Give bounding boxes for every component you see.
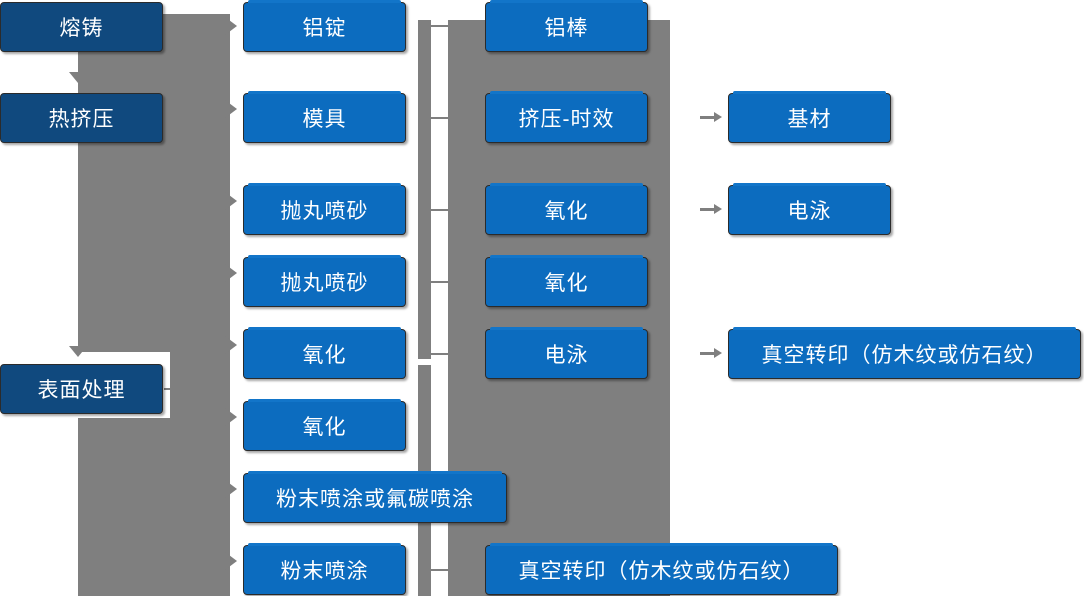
- node-electrophoresis-c4[interactable]: 电泳: [728, 183, 891, 235]
- arrow-trunk-to-c2-7: [225, 552, 237, 570]
- arrow-to-c4-2: [700, 348, 722, 358]
- tie-mid-0: [431, 25, 450, 27]
- node-label: 真空转印（仿木纹或仿石纹）: [761, 344, 1048, 367]
- node-label: 粉末喷涂或氟碳喷涂: [276, 488, 474, 511]
- stage-hot-extrude-label: 热挤压: [48, 108, 115, 131]
- node-electrophoresis-c3[interactable]: 电泳: [485, 327, 648, 379]
- node-oxidation-c3-1[interactable]: 氧化: [485, 183, 648, 235]
- node-label: 氧化: [544, 272, 589, 295]
- node-label: 铝锭: [302, 17, 347, 40]
- node-vacuum-transfer-c3[interactable]: 真空转印（仿木纹或仿石纹）: [485, 543, 838, 595]
- node-oxidation-c2-1[interactable]: 氧化: [243, 327, 406, 379]
- tie-mid-5: [431, 569, 450, 571]
- stage-hot-extrude[interactable]: 热挤压: [0, 93, 163, 143]
- connector-surface-stub: [164, 388, 186, 390]
- stage-surface-treatment-label: 表面处理: [37, 379, 126, 402]
- stage-surface-treatment[interactable]: 表面处理: [0, 364, 163, 414]
- node-label: 电泳: [787, 200, 832, 223]
- arrow-trunk-to-c2-1: [225, 100, 237, 118]
- node-extrusion-aging[interactable]: 挤压-时效: [485, 91, 648, 143]
- arrow-down-to-hot-extrude: [69, 72, 87, 83]
- node-label: 氧化: [544, 200, 589, 223]
- node-label: 铝棒: [544, 17, 589, 40]
- arrow-to-c4-0: [700, 112, 722, 122]
- node-label: 氧化: [302, 344, 347, 367]
- arrow-trunk-to-c2-4: [225, 336, 237, 354]
- node-shot-blasting-2[interactable]: 抛丸喷砂: [243, 255, 406, 307]
- node-shot-blasting-1[interactable]: 抛丸喷砂: [243, 183, 406, 235]
- node-label: 粉末喷涂: [280, 560, 369, 583]
- node-aluminum-bar[interactable]: 铝棒: [485, 0, 648, 52]
- connector-mid-rail: [418, 20, 431, 359]
- node-label: 氧化: [302, 416, 347, 439]
- node-label: 基材: [787, 108, 832, 131]
- node-label: 抛丸喷砂: [280, 200, 369, 223]
- node-oxidation-c3-2[interactable]: 氧化: [485, 255, 648, 307]
- node-label: 真空转印（仿木纹或仿石纹）: [518, 560, 805, 583]
- node-powder-coating[interactable]: 粉末喷涂: [243, 543, 406, 595]
- tie-mid-2: [431, 209, 450, 211]
- node-mold[interactable]: 模具: [243, 91, 406, 143]
- stage-melt-cast-label: 熔铸: [59, 17, 104, 40]
- node-label: 抛丸喷砂: [280, 272, 369, 295]
- arrow-trunk-to-c2-0: [225, 17, 237, 35]
- node-powder-or-fluorocarbon-coating[interactable]: 粉末喷涂或氟碳喷涂: [243, 471, 507, 523]
- node-label: 挤压-时效: [518, 108, 615, 131]
- node-base-material[interactable]: 基材: [728, 91, 891, 143]
- tie-mid-1: [431, 117, 450, 119]
- arrow-down-to-surface: [69, 346, 87, 357]
- tie-mid-4: [431, 353, 450, 355]
- node-vacuum-transfer-c4[interactable]: 真空转印（仿木纹或仿石纹）: [728, 327, 1081, 379]
- stage-melt-cast[interactable]: 熔铸: [0, 2, 163, 52]
- node-oxidation-c2-2[interactable]: 氧化: [243, 399, 406, 451]
- arrow-trunk-to-c2-6: [225, 480, 237, 498]
- node-aluminum-ingot[interactable]: 铝锭: [243, 0, 406, 52]
- arrow-trunk-to-c2-5: [225, 408, 237, 426]
- arrow-trunk-to-c2-3: [225, 264, 237, 282]
- arrow-to-c4-1: [700, 204, 722, 214]
- node-label: 模具: [302, 108, 347, 131]
- arrow-trunk-to-c2-2: [225, 192, 237, 210]
- tie-mid-3: [431, 281, 450, 283]
- node-label: 电泳: [544, 344, 589, 367]
